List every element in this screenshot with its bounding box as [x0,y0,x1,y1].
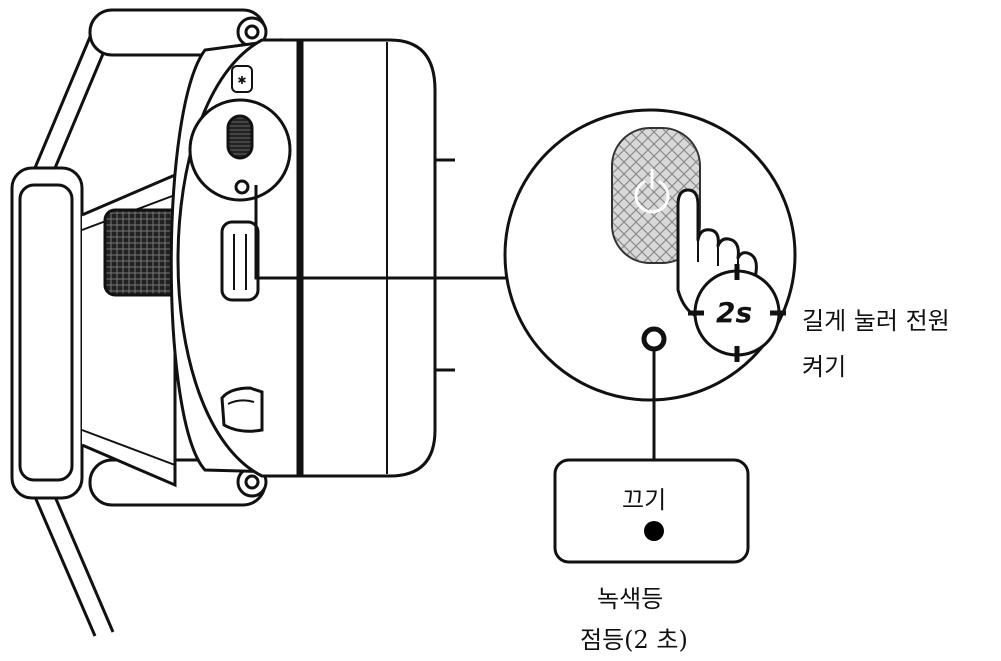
svg-text:✱: ✱ [237,74,246,87]
instruction-line-1: 길게 눌러 전원 [802,307,950,335]
bluetooth-button: ✱ [231,65,253,93]
led-caption-line-1: 녹색등 [597,585,664,613]
power-button-detail [188,98,292,202]
magnified-callout [503,108,797,402]
timer-badge [688,264,786,362]
lower-switch [220,386,264,433]
timer-badge-label: 2s [716,296,753,329]
indicator-state-label: 끄기 [622,486,667,514]
ear-cup [169,38,455,478]
volume-slider [220,220,260,302]
led-indicator [641,326,667,352]
power-icon [634,168,670,214]
led-caption-line-2: 점등(2 초) [580,626,688,654]
indicator-box [553,458,750,564]
instruction-line-2: 켜기 [802,353,847,381]
callout-connector [254,185,515,280]
led-off-dot [644,521,664,541]
